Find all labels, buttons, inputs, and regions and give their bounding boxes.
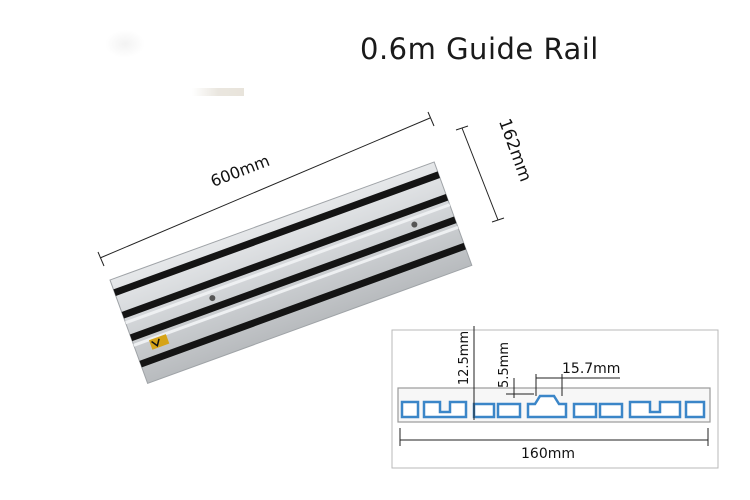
profile-width-label: 160mm — [521, 446, 575, 462]
width-dimension — [455, 125, 505, 223]
length-dimension — [97, 111, 435, 267]
profile-dimensions — [399, 326, 709, 446]
brand-logo — [148, 334, 170, 350]
background-smudge — [192, 88, 244, 96]
page-title: 0.6m Guide Rail — [360, 32, 599, 66]
length-label: 600mm — [208, 151, 272, 191]
rail-strip — [129, 216, 457, 342]
profile-slot-width-label: 15.7mm — [562, 361, 620, 377]
background-smudge — [105, 30, 145, 58]
rail-hole — [209, 295, 216, 302]
profile-slot-depth-label: 5.5mm — [497, 342, 512, 388]
guide-rail — [109, 161, 473, 385]
rail-strip — [113, 171, 441, 296]
rail-hole — [411, 221, 418, 228]
profile-height-label: 12.5mm — [457, 331, 472, 385]
width-label: 162mm — [494, 116, 535, 184]
rail-strip — [139, 242, 467, 368]
rail-strip — [121, 193, 449, 319]
